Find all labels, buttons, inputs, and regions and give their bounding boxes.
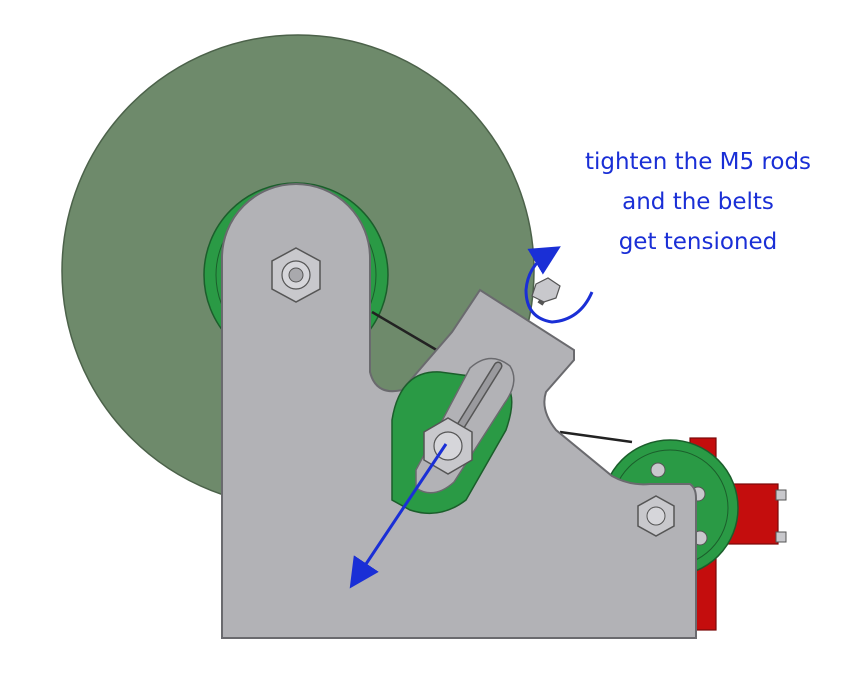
tension-direction-arrow [349,443,448,589]
instruction-annotation: tighten the M5 rods and the belts get te… [548,142,848,262]
pivot-nut [271,247,321,303]
belts [371,310,633,444]
annotation-line-1: tighten the M5 rods [584,149,812,175]
annotation-line-2: and the belts [622,189,774,215]
annotation-line-3: get tensioned [618,229,778,255]
tightening-rotation-arrow [524,246,594,324]
hex-nut-icon [637,495,675,537]
